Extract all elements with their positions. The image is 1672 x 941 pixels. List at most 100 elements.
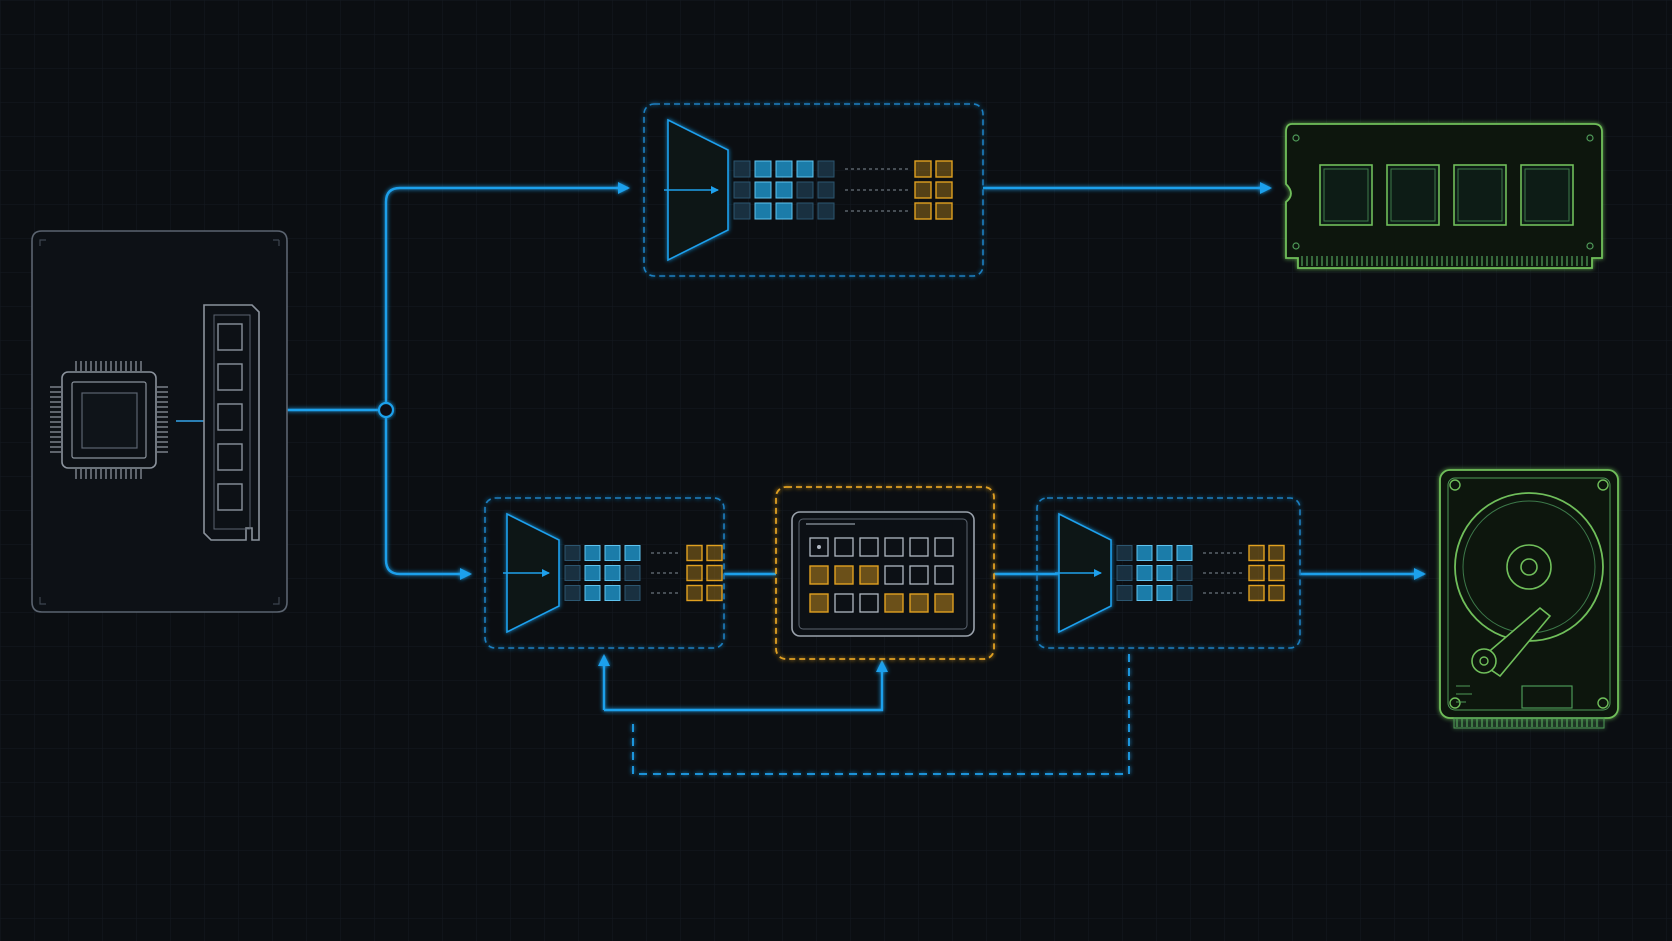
output-cell: [1268, 584, 1285, 602]
dram-chip: [1453, 164, 1507, 226]
cache-cell: [859, 537, 879, 557]
data-cell: [1136, 545, 1153, 561]
dram-chip-inner: [1524, 168, 1570, 222]
data-cell: [796, 202, 814, 220]
dram-module: [1285, 123, 1603, 269]
data-cell: [604, 545, 621, 561]
memory-module-icon: [203, 304, 260, 541]
output-cell: [706, 564, 723, 582]
data-cell: [624, 545, 641, 561]
second-encoder: [1036, 497, 1301, 649]
cache-cell: [859, 593, 879, 613]
cache-cell: [934, 537, 954, 557]
output-cell: [1268, 544, 1285, 562]
output-cell: [935, 202, 953, 220]
data-cell: [754, 160, 772, 178]
cache-cell: [909, 593, 929, 613]
data-cell: [775, 181, 793, 199]
memory-cell: [217, 443, 243, 471]
data-cell: [1156, 545, 1173, 561]
output-cell: [1248, 584, 1265, 602]
data-cell: [624, 585, 641, 601]
junction-node: [377, 401, 395, 419]
data-cell: [1116, 545, 1133, 561]
output-cell: [686, 584, 703, 602]
source-host-board: [31, 230, 288, 613]
cache-cell: [884, 565, 904, 585]
dram-chip-inner: [1323, 168, 1369, 222]
cache-cell: [934, 565, 954, 585]
block-frame: [1036, 497, 1301, 649]
top-encoder: [643, 103, 984, 277]
cache-cell: [834, 593, 854, 613]
output-cell: [1248, 544, 1265, 562]
dram-chip: [1520, 164, 1574, 226]
data-cell: [584, 565, 601, 581]
cache-cell: [834, 537, 854, 557]
data-cell: [1156, 585, 1173, 601]
data-cell: [733, 202, 751, 220]
data-cell: [775, 202, 793, 220]
wire-junction-to-bottom-encoder: [384, 418, 472, 580]
data-cell: [733, 160, 751, 178]
output-cell: [706, 544, 723, 562]
cache-cell: [909, 565, 929, 585]
data-cell: [604, 565, 621, 581]
output-cell: [1268, 564, 1285, 582]
data-cell: [564, 565, 581, 581]
data-cell: [1136, 565, 1153, 581]
data-cell: [1176, 585, 1193, 601]
cache-cell: [834, 565, 854, 585]
output-cell: [1248, 564, 1265, 582]
data-cell: [604, 585, 621, 601]
output-cell: [706, 584, 723, 602]
output-cell: [686, 544, 703, 562]
cache-cell: [934, 593, 954, 613]
dram-chip-inner: [1457, 168, 1503, 222]
cache-cell: [909, 537, 929, 557]
wire-feedback-bus: [604, 660, 888, 712]
data-cell: [733, 181, 751, 199]
cache-cell: [859, 565, 879, 585]
cache-block: [775, 486, 995, 660]
data-cell: [1176, 565, 1193, 581]
data-cell: [796, 181, 814, 199]
output-cell: [914, 181, 932, 199]
cache-cell: [809, 565, 829, 585]
cache-cell: [884, 537, 904, 557]
cache-marker: [817, 545, 821, 549]
data-cell: [775, 160, 793, 178]
data-cell: [817, 160, 835, 178]
disk-drive: [1439, 469, 1619, 729]
cache-cell: [884, 593, 904, 613]
output-cell: [914, 202, 932, 220]
memory-cell: [217, 483, 243, 511]
memory-cell: [217, 363, 243, 391]
bottom-encoder: [484, 497, 725, 649]
data-cell: [817, 202, 835, 220]
data-cell: [1176, 545, 1193, 561]
data-cell: [564, 545, 581, 561]
memory-cell: [217, 403, 243, 431]
data-cell: [754, 181, 772, 199]
wire-dashed-feedback-loop: [632, 654, 1130, 775]
data-cell: [564, 585, 581, 601]
data-cell: [624, 565, 641, 581]
data-cell: [584, 545, 601, 561]
output-cell: [935, 181, 953, 199]
data-cell: [1156, 565, 1173, 581]
output-cell: [935, 160, 953, 178]
data-cell: [754, 202, 772, 220]
dram-chip-inner: [1390, 168, 1436, 222]
data-cell: [1116, 585, 1133, 601]
dram-chip: [1319, 164, 1373, 226]
data-cell: [796, 160, 814, 178]
output-cell: [686, 564, 703, 582]
output-cell: [914, 160, 932, 178]
data-cell: [1136, 585, 1153, 601]
cpu-chip-icon: [50, 361, 168, 479]
memory-cell: [217, 323, 243, 351]
wire-junction-to-top-encoder: [384, 182, 630, 402]
